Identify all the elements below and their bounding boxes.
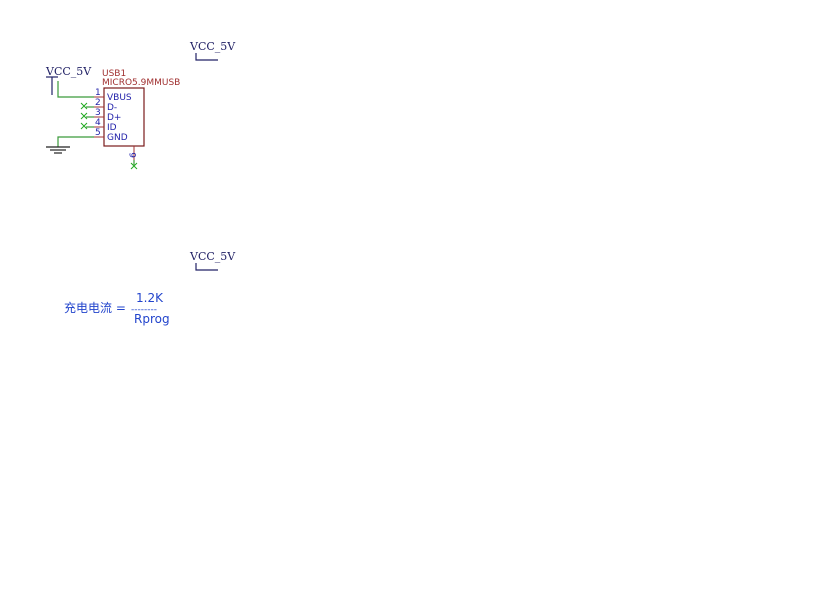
- formula-lhs: 充电电流 =: [64, 300, 126, 315]
- usb-connector: VCC_5V USB1 MICRO5.9MMUSB 1 2 3 4 5 VBUS…: [45, 65, 180, 170]
- usb-pin4-name: ID: [107, 123, 117, 133]
- formula-denominator: Rprog: [134, 312, 170, 326]
- formula-numerator: 1.2K: [136, 291, 164, 305]
- usb-pin2-name: D-: [107, 103, 117, 113]
- usb-pin4-num: 4: [95, 118, 101, 128]
- usb-pin5-num: 5: [95, 128, 101, 138]
- usb-pin2-num: 2: [95, 98, 101, 108]
- formula-bar: --------: [131, 305, 157, 315]
- charge-current-formula: 充电电流 = 1.2K -------- Rprog: [64, 291, 170, 326]
- usb-value: MICRO5.9MMUSB: [102, 78, 180, 88]
- usb-ground-symbol: [46, 146, 70, 154]
- usb-pin3-num: 3: [95, 108, 101, 118]
- charger-channel-1: VCC_5V 0.25 R4 C3 10uF C8 100nF R5 4.7K …: [189, 40, 236, 61]
- vcc-label: VCC_5V: [189, 250, 236, 263]
- usb-ref: USB1: [102, 69, 126, 79]
- usb-pin1-num: 1: [95, 88, 101, 98]
- vcc-label: VCC_5V: [189, 40, 236, 53]
- usb-vcc-label: VCC_5V: [45, 65, 92, 78]
- no-connect-marks: [80, 102, 138, 170]
- usb-pin5-name: GND: [107, 133, 128, 143]
- usb-pin1-name: VBUS: [107, 93, 132, 103]
- charger-channel-2: VCC_5V 0.25 R9 C1 10uF C5 100nF R3 4.7K …: [189, 250, 236, 271]
- usb-pin3-name: D+: [107, 113, 121, 123]
- usb-shield-pin: 6: [129, 152, 139, 158]
